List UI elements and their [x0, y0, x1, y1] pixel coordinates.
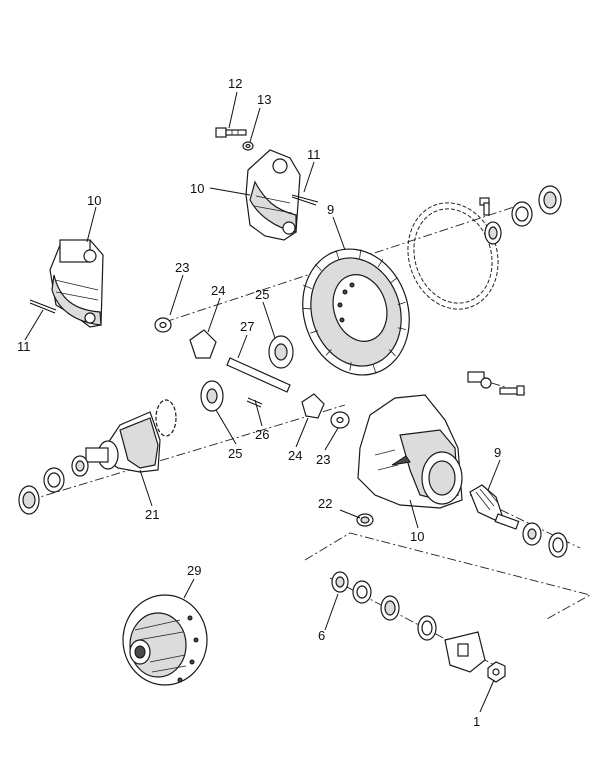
callout-23-top: 23: [175, 260, 189, 275]
pin-11-top: [291, 194, 319, 206]
callout-6: 6: [318, 628, 325, 643]
callout-29: 29: [187, 563, 201, 578]
callout-11-top: 11: [307, 147, 321, 162]
callout-24-top: 24: [211, 283, 225, 298]
callout-11-left: 11: [17, 339, 31, 354]
callout-26: 26: [255, 427, 269, 442]
pinion-bearing-stack: [331, 571, 437, 641]
bearing-cup-22: [356, 513, 374, 527]
differential-case: [85, 399, 177, 473]
ring-gear: [302, 248, 410, 376]
drive-pinion: [469, 484, 568, 558]
callout-22: 22: [318, 496, 332, 511]
callout-1: 1: [473, 714, 480, 729]
left-bearing-cap: [49, 239, 104, 328]
callout-24-bottom: 24: [288, 448, 302, 463]
washer-13: [242, 141, 254, 151]
thrust-washer-top: [154, 317, 172, 333]
thrust-washer-bottom: [330, 411, 350, 429]
callout-25-top: 25: [255, 287, 269, 302]
callout-9-ring-gear: 9: [327, 202, 334, 217]
top-bearing-cap: [245, 149, 301, 241]
callout-13: 13: [257, 92, 271, 107]
callout-10-left-cap: 10: [87, 193, 101, 208]
pinion-gear-top: [189, 329, 217, 359]
limited-slip-differential: [122, 594, 208, 686]
callout-25-bottom: 25: [228, 446, 242, 461]
pinion-nut: [487, 661, 506, 683]
callout-labels: 12 13 11 10 10 9 23 24 25 27 11 26 25 24…: [17, 76, 501, 729]
drive-yoke: [444, 631, 486, 673]
carrier-housing: [357, 394, 463, 509]
callout-27: 27: [240, 319, 254, 334]
callout-12: 12: [228, 76, 242, 91]
side-gear-top: [268, 335, 294, 369]
small-bracket: [467, 371, 525, 396]
callout-23-bottom: 23: [316, 452, 330, 467]
cross-shaft: [226, 357, 291, 393]
callout-21: 21: [145, 507, 159, 522]
gasket-ring: [407, 202, 499, 310]
pinion-gear-bottom: [301, 393, 325, 419]
side-gear-bottom: [200, 380, 224, 412]
pin-11-left: [29, 299, 57, 314]
side-bearing-left: [18, 455, 89, 515]
side-bearing-right: [479, 185, 562, 245]
callout-10-carrier: 10: [410, 529, 424, 544]
leader-lines: [24, 91, 501, 713]
bolt-12: [215, 127, 247, 138]
lock-pin-26: [246, 397, 263, 408]
callout-9-pinion: 9: [494, 445, 501, 460]
callout-10-top-cap: 10: [190, 181, 204, 196]
